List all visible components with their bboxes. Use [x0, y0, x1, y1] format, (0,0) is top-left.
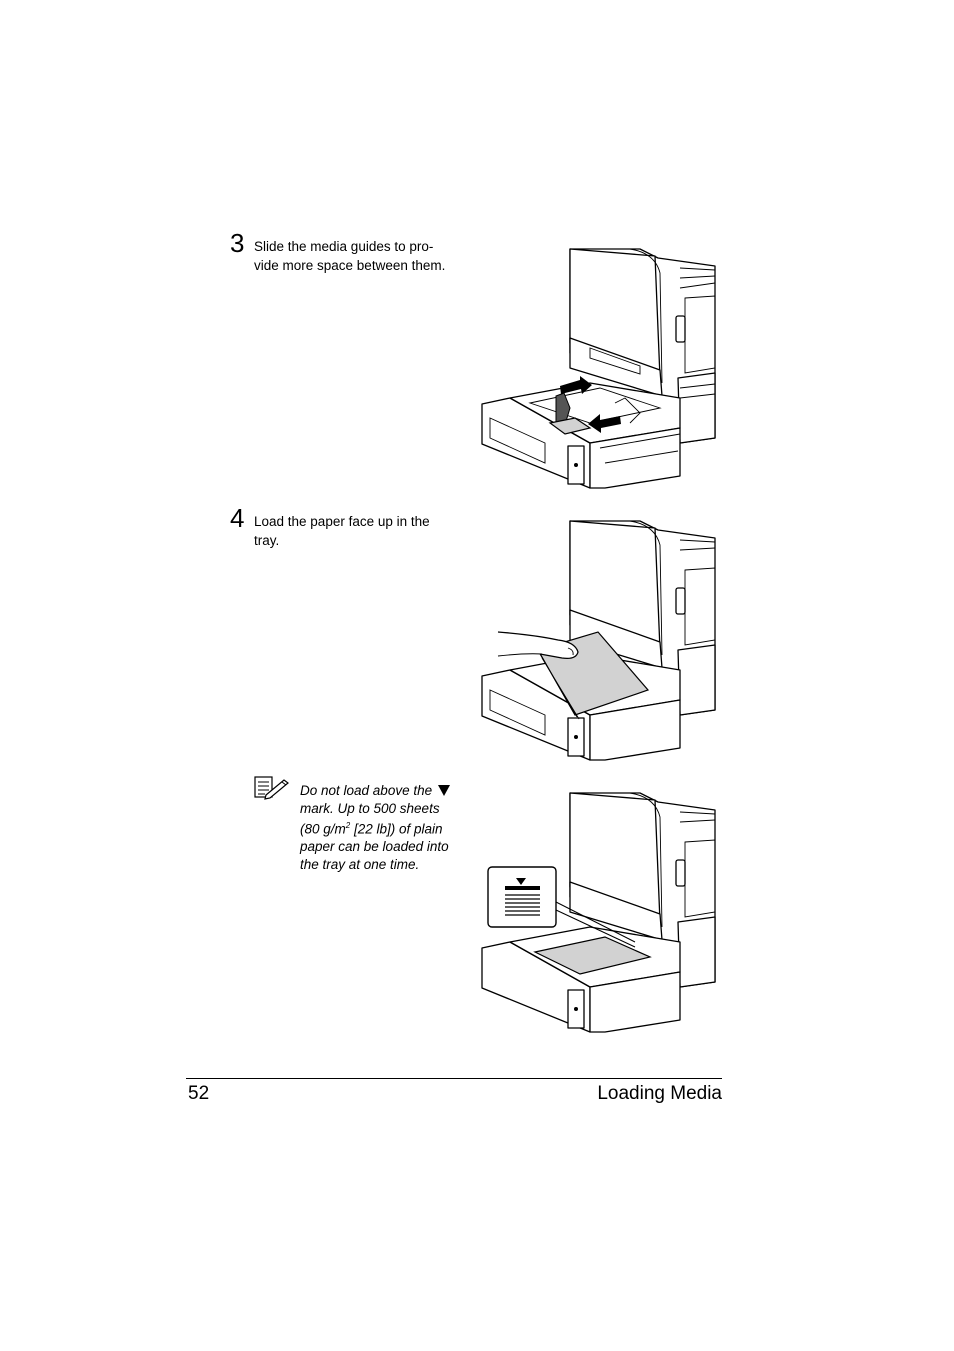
printer-tray-slide-guides-illustration: [481, 248, 716, 489]
step-4-text-line-1: Load the paper face up in the: [254, 514, 430, 529]
note-line-5: the tray at one time.: [300, 856, 420, 872]
printer-tray-fill-limit-illustration: [481, 792, 716, 1033]
note-line-1: Do not load above the: [300, 783, 433, 798]
note-line-3-post: [22 lb]) of plain: [350, 821, 443, 837]
step-3-text: Slide the media guides to pro- vide more…: [254, 237, 469, 275]
fill-limit-triangle-icon: [438, 785, 451, 796]
note-pencil-icon: [254, 776, 289, 800]
page-number: 52: [188, 1083, 210, 1104]
note-text: Do not load above the mark. Up to 500 sh…: [300, 782, 470, 873]
step-4-text-line-2: tray.: [254, 533, 280, 548]
step-3-text-line-1: Slide the media guides to pro-: [254, 239, 434, 254]
footer-rule: [186, 1078, 722, 1079]
note-line-3-pre: (80 g/m: [300, 821, 346, 837]
step-3-number: 3: [230, 228, 245, 258]
step-4-text: Load the paper face up in the tray.: [254, 512, 469, 550]
note-line-3-sup: 2: [345, 821, 351, 830]
step-3-text-line-2: vide more space between them.: [254, 258, 446, 273]
printer-tray-load-paper-illustration: [481, 520, 716, 761]
note-line-2: mark. Up to 500 sheets: [300, 800, 440, 816]
note-line-4: paper can be loaded into: [300, 839, 449, 854]
step-4-number: 4: [230, 503, 245, 533]
section-title: Loading Media: [597, 1083, 722, 1104]
